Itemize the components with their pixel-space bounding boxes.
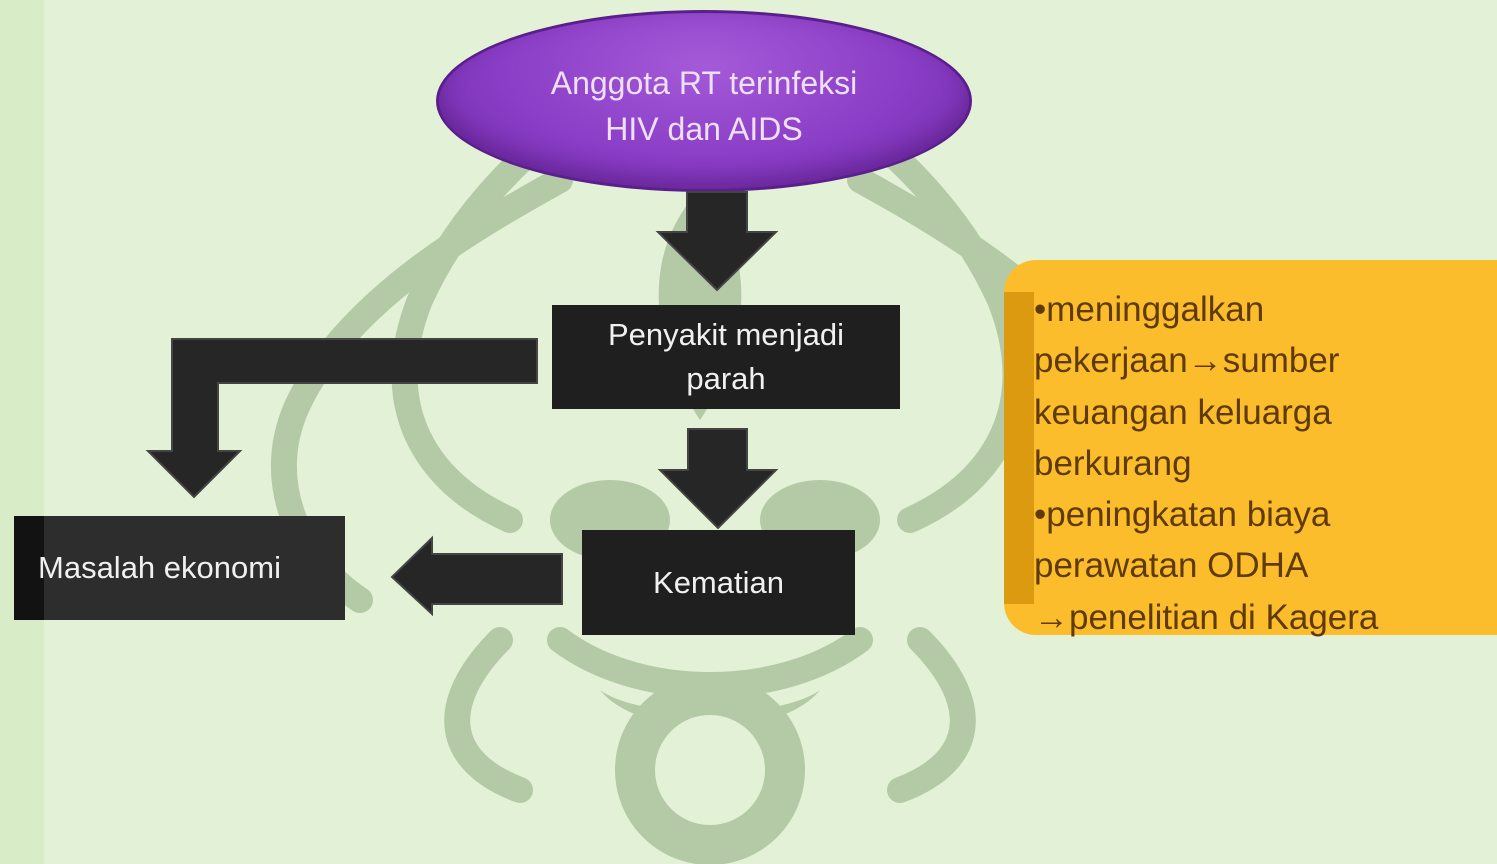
impact-note-edge (1004, 292, 1034, 604)
note-line-5: •peningkatan biaya (1034, 495, 1331, 535)
infected-label-line-2: HIV dan AIDS (605, 111, 803, 148)
economic-problem-node: Masalah ekonomi (14, 516, 345, 620)
note-line-3: keuangan keluarga (1034, 392, 1332, 432)
left-border-strip (0, 0, 44, 864)
death-node: Kematian (582, 530, 855, 635)
right-arrow-icon-2: → (1034, 597, 1069, 637)
impact-note-text: •meninggalkan pekerjaan→sumber keuangan … (1034, 284, 1494, 643)
disease-severe-node: Penyakit menjadi parah (552, 305, 900, 409)
note-line-2: pekerjaan→sumber (1034, 341, 1340, 381)
economy-label: Masalah ekonomi (38, 550, 281, 585)
note-line-7: →penelitian di Kagera (1034, 597, 1379, 637)
note-line-6: perawatan ODHA (1034, 546, 1309, 586)
severe-label-line-1: Penyakit menjadi (607, 316, 845, 352)
impact-note-box (1004, 260, 1497, 635)
death-label: Kematian (653, 564, 784, 600)
severe-label-line-2: parah (686, 361, 766, 396)
note-line-1: •meninggalkan (1034, 290, 1265, 329)
infected-household-member-node (436, 10, 972, 192)
right-arrow-icon: → (1187, 341, 1223, 381)
infected-household-member-label: Anggota RT terinfeksi HIV dan AIDS (436, 60, 972, 153)
note-line-4: berkurang (1034, 443, 1192, 483)
infected-label-line-1: Anggota RT terinfeksi (550, 65, 858, 101)
